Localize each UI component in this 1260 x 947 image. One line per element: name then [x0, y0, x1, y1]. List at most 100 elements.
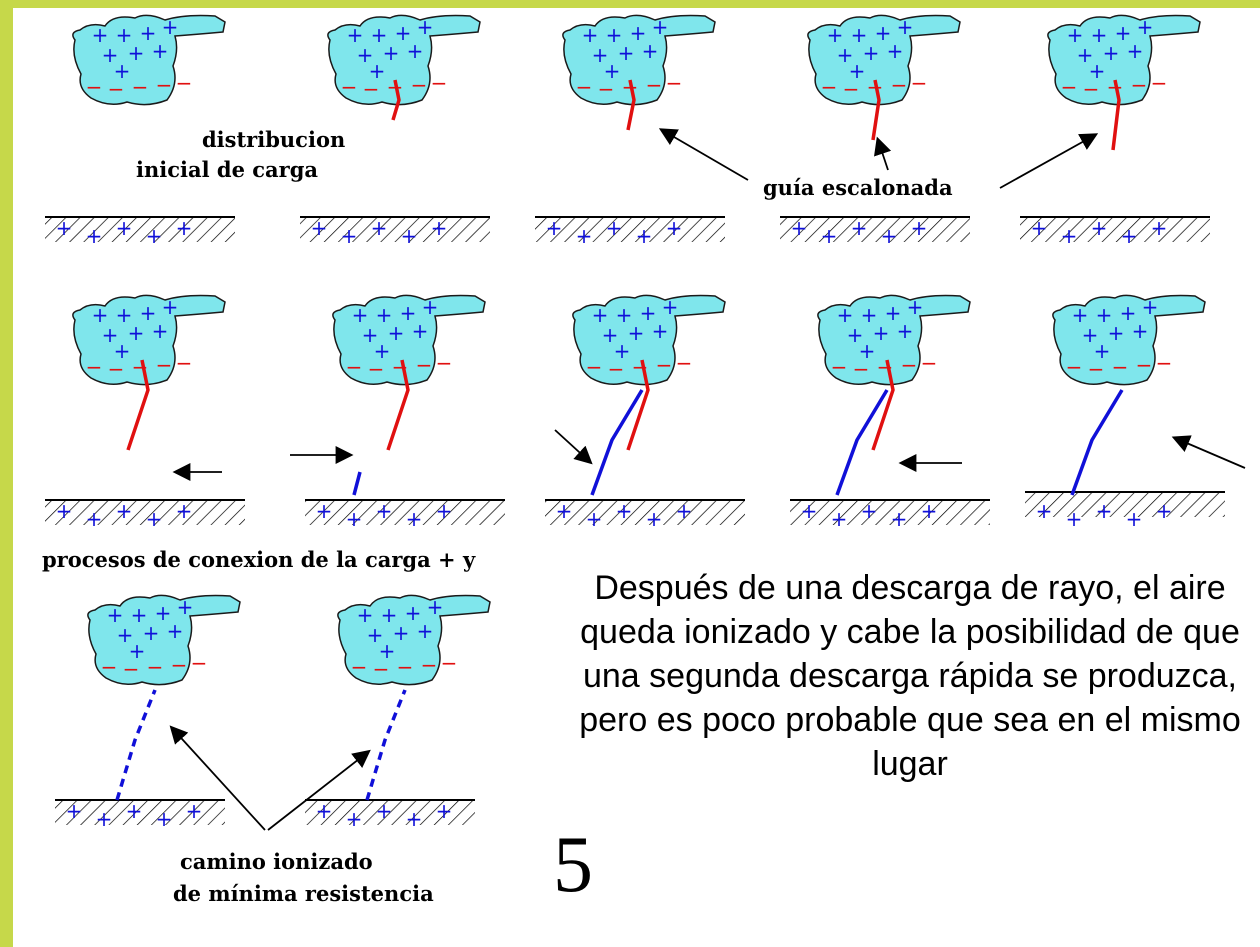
- positive-charge: +: [863, 41, 880, 65]
- positive-charge: +: [116, 499, 133, 523]
- positive-charge: +: [146, 507, 163, 531]
- negative-charge: −: [853, 357, 870, 381]
- positive-charge: +: [1137, 15, 1154, 39]
- positive-charge: +: [616, 499, 633, 523]
- positive-charge: +: [652, 319, 669, 343]
- positive-charge: +: [887, 39, 904, 63]
- positive-charge: +: [116, 216, 133, 240]
- pointer-arrow: [658, 128, 749, 181]
- ground-hatch: [545, 501, 745, 525]
- positive-charge: +: [126, 799, 143, 823]
- positive-charge: +: [1120, 301, 1137, 325]
- upward-leader: [352, 471, 362, 496]
- positive-charge: +: [618, 41, 635, 65]
- storm-cloud: [87, 594, 241, 686]
- negative-charge: −: [176, 351, 193, 375]
- positive-charge: +: [921, 499, 938, 523]
- positive-charge: +: [417, 15, 434, 39]
- positive-charge: +: [177, 595, 194, 619]
- ground-hatch: [1020, 218, 1210, 242]
- positive-charge: +: [604, 59, 621, 83]
- positive-charge: +: [176, 499, 193, 523]
- pointer-arrow: [554, 429, 593, 465]
- negative-charge: −: [1151, 71, 1168, 95]
- positive-charge: +: [367, 623, 384, 647]
- positive-charge: +: [376, 499, 393, 523]
- downward-leader: [386, 359, 410, 451]
- positive-charge: +: [431, 216, 448, 240]
- positive-charge: +: [1091, 216, 1108, 240]
- negative-charge: −: [363, 77, 380, 101]
- positive-charge: +: [897, 15, 914, 39]
- initial-distribution-label-line2: inicial de carga: [136, 157, 318, 182]
- positive-charge: +: [1142, 295, 1159, 319]
- positive-charge: +: [859, 339, 876, 363]
- positive-charge: +: [676, 499, 693, 523]
- negative-charge: −: [901, 353, 918, 377]
- negative-charge: −: [132, 75, 149, 99]
- positive-charge: +: [346, 807, 363, 831]
- positive-charge: +: [114, 59, 131, 83]
- downward-leader: [126, 359, 150, 451]
- positive-charge: +: [152, 39, 169, 63]
- positive-charge: +: [417, 619, 434, 643]
- pointer-arrow: [999, 133, 1099, 189]
- positive-charge: +: [422, 295, 439, 319]
- positive-charge: +: [143, 621, 160, 645]
- negative-charge: −: [108, 357, 125, 381]
- positive-charge: +: [162, 295, 179, 319]
- negative-charge: −: [608, 357, 625, 381]
- negative-charge: −: [346, 355, 363, 379]
- positive-charge: +: [1127, 39, 1144, 63]
- positive-charge: +: [827, 23, 844, 47]
- positive-charge: +: [1066, 507, 1083, 531]
- negative-charge: −: [191, 651, 208, 675]
- stepped-leader-label: guía escalonada: [763, 175, 953, 200]
- positive-charge: +: [1094, 339, 1111, 363]
- stepped-leader: [1111, 79, 1121, 151]
- ground-hatch: [55, 801, 225, 825]
- positive-charge: +: [388, 321, 405, 345]
- positive-charge: +: [1115, 21, 1132, 45]
- positive-charge: +: [400, 301, 417, 325]
- positive-charge: +: [116, 23, 133, 47]
- return-stroke: [835, 389, 889, 496]
- negative-charge: −: [431, 71, 448, 95]
- positive-charge: +: [606, 216, 623, 240]
- negative-charge: −: [1088, 357, 1105, 381]
- positive-charge: +: [907, 295, 924, 319]
- stepped-leader: [391, 79, 401, 121]
- positive-charge: +: [821, 224, 838, 248]
- positive-charge: +: [436, 799, 453, 823]
- negative-charge: −: [368, 357, 385, 381]
- negative-charge: −: [1156, 351, 1173, 375]
- positive-charge: +: [376, 799, 393, 823]
- negative-charge: −: [123, 657, 140, 681]
- storm-cloud: [332, 294, 486, 386]
- slide-number: 5: [553, 821, 593, 909]
- positive-charge: +: [131, 603, 148, 627]
- positive-charge: +: [379, 639, 396, 663]
- positive-charge: +: [592, 43, 609, 67]
- negative-charge: −: [421, 653, 438, 677]
- positive-charge: +: [642, 39, 659, 63]
- positive-charge: +: [107, 603, 124, 627]
- positive-charge: +: [831, 507, 848, 531]
- ground-hatch: [45, 218, 235, 242]
- storm-cloud: [1047, 14, 1201, 106]
- negative-charge: −: [101, 655, 118, 679]
- storm-cloud: [807, 14, 961, 106]
- positive-charge: +: [311, 216, 328, 240]
- positive-charge: +: [1103, 41, 1120, 65]
- positive-charge: +: [556, 499, 573, 523]
- negative-charge: −: [1136, 353, 1153, 377]
- storm-cloud: [337, 594, 491, 686]
- ionized-path: [365, 689, 407, 801]
- positive-charge: +: [1096, 499, 1113, 523]
- positive-charge: +: [155, 601, 172, 625]
- positive-charge: +: [114, 339, 131, 363]
- positive-charge: +: [636, 224, 653, 248]
- stepped-leader: [871, 79, 881, 141]
- ground-hatch: [535, 218, 725, 242]
- positive-charge: +: [156, 807, 173, 831]
